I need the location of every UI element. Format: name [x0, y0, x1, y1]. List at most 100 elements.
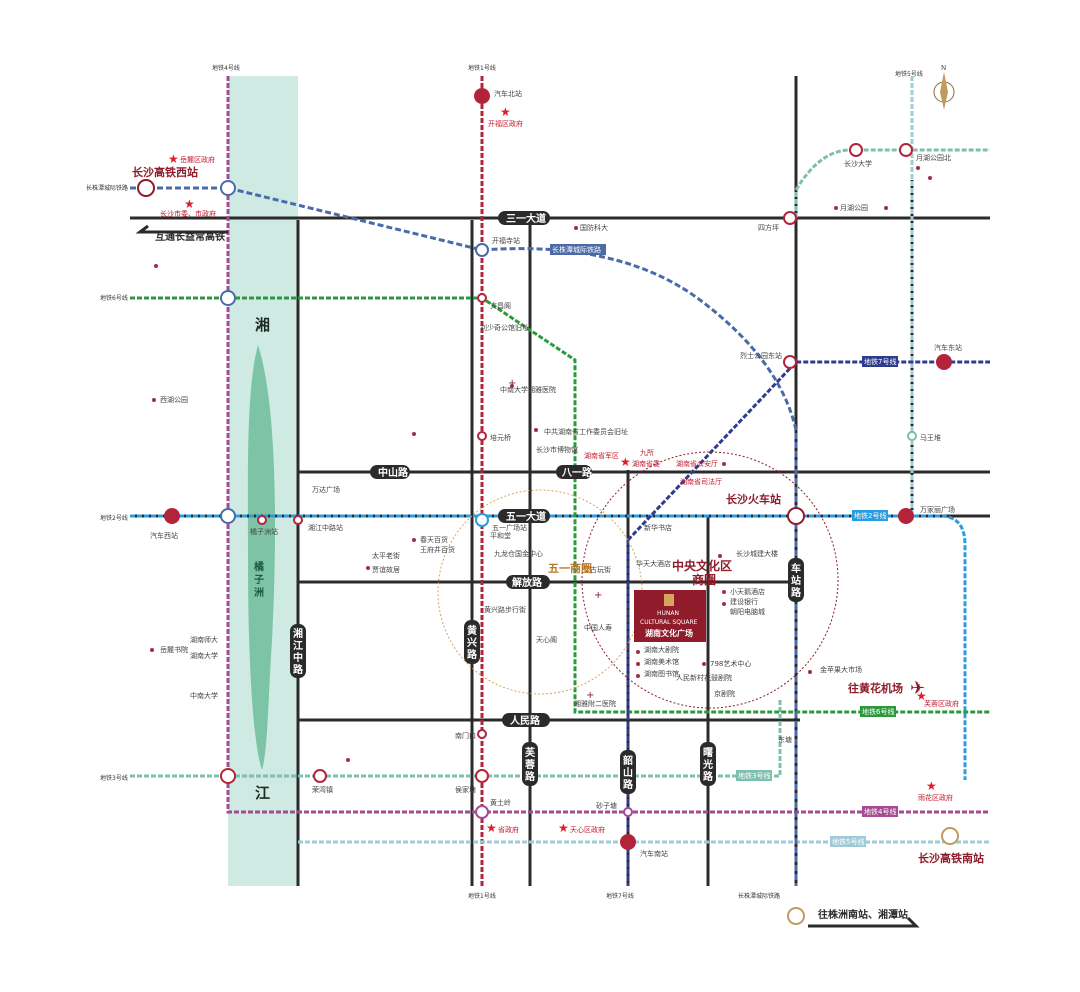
svg-text:月湖公园: 月湖公园 — [840, 203, 868, 212]
svg-text:韶: 韶 — [623, 754, 633, 767]
stations: 汽车北站 开福寺站 文昌阁 培元桥 五一广场站 南门口 侯家塘 黄土岭 汽车南站… — [150, 88, 962, 858]
station-houjiatang — [475, 769, 489, 783]
svg-text:长沙大学: 长沙大学 — [844, 159, 872, 168]
center-area-label: 中央文化区 — [672, 558, 732, 573]
hub-huochezhan: 长沙火车站 — [726, 492, 781, 506]
svg-text:★: ★ — [558, 821, 569, 835]
arrow-expressway — [135, 224, 228, 234]
road-jiefang: 解放路 — [512, 576, 543, 589]
svg-text:光: 光 — [702, 758, 713, 771]
poi-labels: 九所 湖南省军区 湖南省公安厅 湖南省司法厅 国防科大 刘少奇公馆旧址 中南大学… — [160, 203, 868, 744]
svg-text:开福寺站: 开福寺站 — [492, 236, 520, 245]
intercity-railway — [130, 186, 798, 886]
svg-text:地铁6号线: 地铁6号线 — [862, 707, 894, 716]
station-juzizhou — [257, 515, 267, 525]
station-rongwanzhen — [313, 769, 327, 783]
svg-text:湖南图书馆: 湖南图书馆 — [644, 669, 679, 678]
vertical-road-labels: 湘江中路 黄兴路 芙蓉路 韶山路 曙光路 车站路 — [290, 558, 804, 794]
station-shazitang — [623, 807, 633, 817]
svg-text:华天大酒店: 华天大酒店 — [636, 559, 671, 568]
svg-text:湘雅附二医院: 湘雅附二医院 — [574, 699, 616, 708]
metro-line-5 — [298, 76, 990, 844]
svg-text:地铁6号线: 地铁6号线 — [100, 294, 128, 302]
road-bayi: 八一路 — [561, 466, 593, 479]
svg-text:西湖公园: 西湖公园 — [160, 395, 188, 404]
svg-text:中国人寿: 中国人寿 — [584, 623, 612, 632]
svg-text:★: ★ — [168, 152, 179, 166]
svg-text:湖南大剧院: 湖南大剧院 — [644, 645, 679, 654]
svg-text:南门口: 南门口 — [455, 731, 476, 740]
station-mawangdui — [907, 431, 917, 441]
river-label-bottom: 江 — [255, 784, 270, 802]
svg-text:橘子洲站: 橘子洲站 — [250, 527, 278, 536]
svg-text:地铁3号线: 地铁3号线 — [738, 771, 770, 780]
svg-text:地铁7号线: 地铁7号线 — [864, 357, 896, 366]
svg-text:月湖公园北: 月湖公园北 — [916, 153, 951, 162]
svg-text:湖南大学: 湖南大学 — [190, 651, 218, 660]
svg-text:东塘: 东塘 — [778, 735, 792, 744]
svg-text:路: 路 — [525, 770, 536, 783]
hub-zhuzhou: 往株洲南站、湘潭站 — [818, 908, 908, 921]
station-qichexi — [164, 508, 180, 524]
svg-text:798艺术中心: 798艺术中心 — [710, 659, 751, 668]
svg-text:路: 路 — [791, 586, 802, 599]
svg-text:路: 路 — [623, 778, 634, 791]
svg-text:湘江中路站: 湘江中路站 — [308, 523, 343, 532]
svg-text:地铁3号线: 地铁3号线 — [100, 774, 128, 782]
svg-text:黄兴路步行街: 黄兴路步行街 — [484, 605, 526, 614]
svg-text:省政府: 省政府 — [498, 825, 519, 834]
station-line2-west — [220, 508, 236, 524]
train-icon-west — [137, 179, 155, 197]
poi-dots — [150, 166, 932, 762]
svg-text:中南大学: 中南大学 — [190, 691, 218, 700]
station-qichedong — [936, 354, 952, 370]
station-changshadaxue — [849, 143, 863, 157]
road-sanyi: 三一大道 — [506, 212, 546, 225]
svg-text:地铁4号线: 地铁4号线 — [864, 807, 896, 816]
svg-text:芙: 芙 — [524, 746, 536, 759]
metro-line-3 — [130, 700, 782, 778]
station-lieshigongyuan — [783, 355, 797, 369]
svg-text:五一广场站: 五一广场站 — [492, 523, 527, 532]
svg-text:文昌阁: 文昌阁 — [490, 301, 511, 310]
svg-text:小天鹅酒店: 小天鹅酒店 — [730, 587, 765, 596]
svg-text:地铁7号线: 地铁7号线 — [606, 892, 634, 900]
svg-text:湖南省公安厅: 湖南省公安厅 — [676, 459, 718, 468]
svg-text:春天百货: 春天百货 — [420, 535, 448, 544]
svg-text:砂子塘: 砂子塘 — [596, 801, 617, 810]
train-icon-zhuzhou — [787, 907, 805, 925]
gov-markers: ★ 开福区政府 ★ 岳麓区政府 ★ 长沙市委、市政府 ★ 湖南省委 ★ 芙蓉区政… — [160, 105, 959, 835]
hospital-icon: + — [508, 378, 516, 389]
svg-text:长沙市博物馆: 长沙市博物馆 — [536, 445, 578, 454]
svg-text:路: 路 — [703, 770, 714, 783]
svg-text:贾谊故居: 贾谊故居 — [372, 565, 400, 574]
major-hubs: 长沙高铁西站 长沙高铁南站 长沙火车站 ✈ 往黄花机场 往株洲南站、湘潭站 — [132, 165, 984, 928]
svg-text:汽车南站: 汽车南站 — [640, 849, 668, 858]
hub-nanzhan: 长沙高铁南站 — [918, 851, 984, 865]
svg-text:CULTURAL SQUARE: CULTURAL SQUARE — [640, 619, 698, 626]
metro-line-6 — [130, 296, 990, 714]
svg-text:刘少奇公馆旧址: 刘少奇公馆旧址 — [480, 323, 529, 332]
metro-line-tags: 地铁1号线 地铁4号线 地铁5号线 地铁6号线 地铁2号线 地铁3号线 长株潭城… — [86, 64, 923, 900]
station-kaifusi — [475, 243, 489, 257]
svg-text:地铁5号线: 地铁5号线 — [832, 837, 864, 846]
plane-icon: ✈ — [910, 678, 925, 699]
svg-text:万达广场: 万达广场 — [312, 485, 340, 494]
svg-text:地铁2号线: 地铁2号线 — [854, 511, 886, 520]
road-wuyi: 五一大道 — [506, 510, 546, 523]
svg-text:路: 路 — [293, 663, 304, 676]
island-label: 橘子洲 — [253, 560, 264, 599]
svg-text:汽车西站: 汽车西站 — [150, 531, 178, 540]
svg-text:万家丽广场: 万家丽广场 — [920, 505, 955, 514]
center-area-ring — [581, 451, 839, 709]
svg-text:车: 车 — [791, 562, 801, 575]
station-yuehugongyuan — [899, 143, 913, 157]
station-wenchangge — [477, 293, 487, 303]
svg-text:地铁1号线: 地铁1号线 — [468, 64, 496, 72]
road-renmin: 人民路 — [510, 714, 541, 727]
svg-text:江: 江 — [293, 639, 303, 652]
station-huangtuling — [475, 805, 489, 819]
svg-text:培元桥: 培元桥 — [490, 433, 511, 442]
station-wanjiali — [898, 508, 914, 524]
